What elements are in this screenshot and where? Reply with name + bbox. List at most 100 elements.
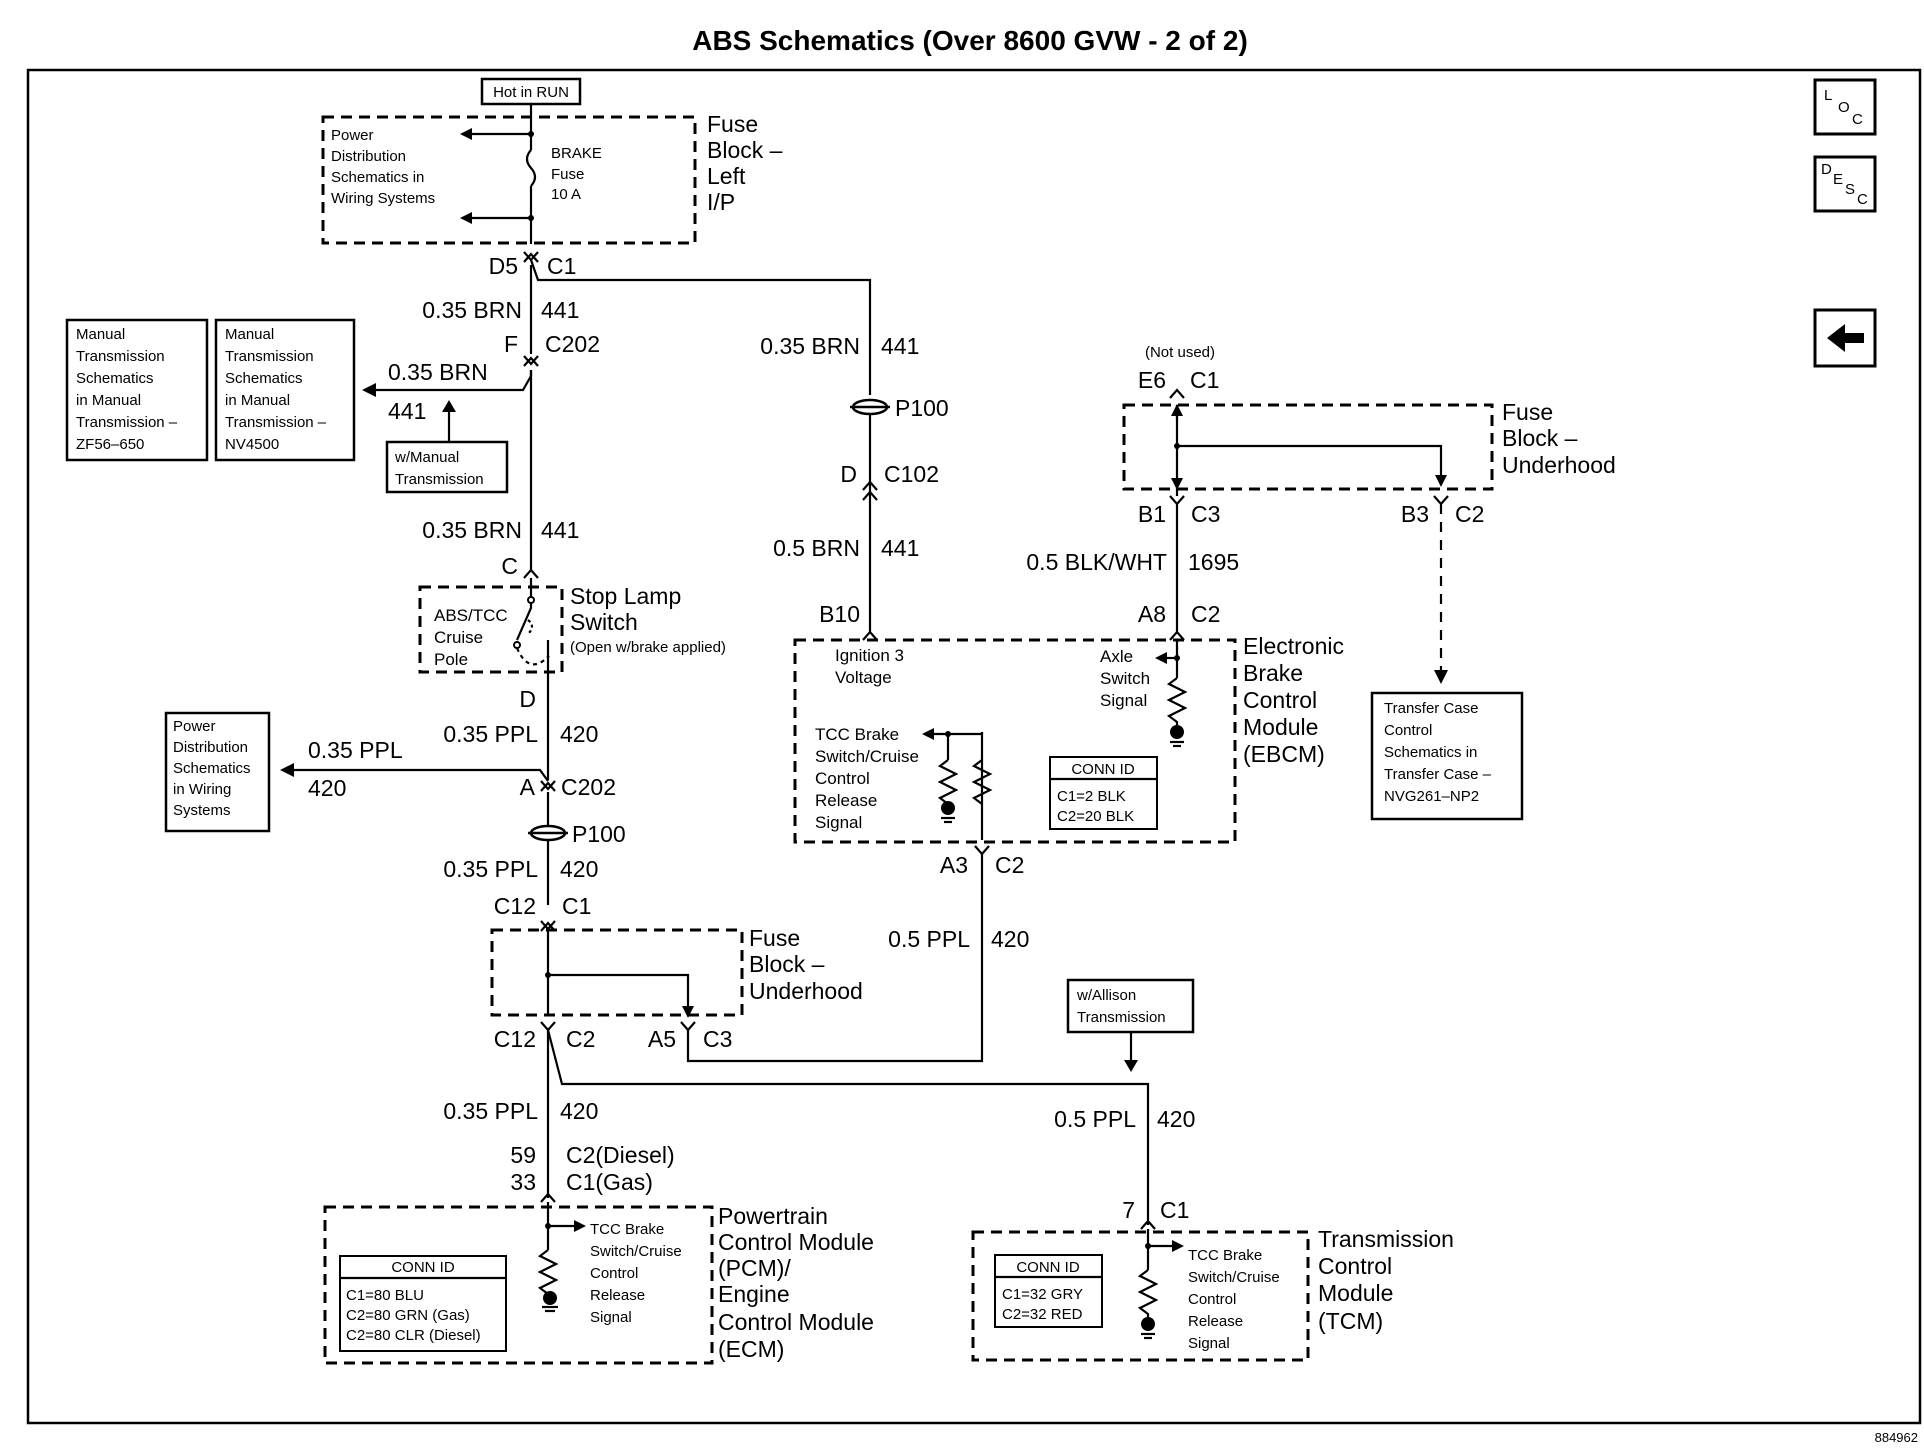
svg-text:Voltage: Voltage: [835, 668, 892, 687]
svg-text:Manual: Manual: [76, 326, 125, 343]
svg-text:C2=20 BLK: C2=20 BLK: [1057, 808, 1134, 825]
svg-text:Signal: Signal: [815, 813, 862, 832]
svg-text:Control: Control: [1188, 1291, 1236, 1308]
svg-text:E6: E6: [1138, 367, 1166, 393]
fuse-block-underhood-left: Fuse Block – Underhood: [490, 925, 863, 1018]
svg-text:Transmission: Transmission: [1318, 1226, 1454, 1252]
figure-number: 884962: [1875, 1430, 1918, 1445]
svg-text:B3: B3: [1401, 501, 1429, 527]
svg-text:0.35 BRN: 0.35 BRN: [760, 333, 860, 359]
desc-letter-s: S: [1845, 181, 1855, 198]
pcm-ecm-module: TCC Brake Switch/Cruise Control Release …: [323, 1202, 874, 1365]
svg-text:0.35 BRN: 0.35 BRN: [422, 517, 522, 543]
svg-text:Transmission –: Transmission –: [225, 414, 327, 431]
svg-text:TCC Brake: TCC Brake: [815, 725, 899, 744]
svg-text:NV4500: NV4500: [225, 436, 279, 453]
svg-text:Control: Control: [1384, 722, 1432, 739]
svg-text:Left: Left: [707, 163, 746, 189]
svg-text:C202: C202: [561, 774, 616, 800]
svg-text:BRAKE: BRAKE: [551, 145, 602, 162]
svg-text:420: 420: [308, 775, 346, 801]
svg-text:Transmission: Transmission: [1077, 1009, 1166, 1026]
loc-button[interactable]: L O C: [1813, 78, 1877, 136]
wire-420-to-ebcm: [686, 853, 984, 1063]
svg-text:Switch/Cruise: Switch/Cruise: [815, 747, 919, 766]
splice-p100-left: P100: [528, 792, 626, 905]
svg-text:0.5 PPL: 0.5 PPL: [1054, 1106, 1136, 1132]
svg-text:Block –: Block –: [707, 137, 783, 163]
svg-text:in Wiring: in Wiring: [173, 781, 231, 798]
stop-lamp-switch: C ABS/TCC Cruise Pole Stop Lamp Switch (…: [418, 553, 726, 712]
svg-text:Control Module: Control Module: [718, 1229, 874, 1255]
wire-label-left-3: 0.35 PPL 420: [443, 721, 598, 747]
svg-text:Transmission: Transmission: [395, 471, 484, 488]
svg-text:Schematics: Schematics: [173, 760, 251, 777]
hot-in-run-label: Hot in RUN: [480, 77, 582, 106]
svg-text:0.5 BRN: 0.5 BRN: [773, 535, 860, 561]
svg-text:0.35 BRN: 0.35 BRN: [388, 359, 488, 385]
svg-text:Switch: Switch: [570, 609, 638, 635]
wire-label-left-5: 0.35 PPL 420: [443, 1098, 598, 1124]
back-button[interactable]: [1813, 308, 1877, 368]
svg-text:441: 441: [541, 517, 579, 543]
svg-text:C2=32 RED: C2=32 RED: [1002, 1306, 1083, 1323]
svg-text:441: 441: [881, 535, 919, 561]
desc-button[interactable]: D E S C: [1813, 155, 1877, 213]
wire-label-left-1: 0.35 BRN 441: [422, 297, 579, 323]
svg-text:Transmission: Transmission: [76, 348, 165, 365]
power-distribution-ref-1: Power Distribution Schematics in Wiring …: [331, 127, 435, 207]
transfer-case-ref[interactable]: Transfer Case Control Schematics in Tran…: [1370, 691, 1524, 821]
svg-text:B1: B1: [1138, 501, 1166, 527]
svg-text:TCC Brake: TCC Brake: [1188, 1247, 1262, 1264]
svg-text:Power: Power: [173, 718, 216, 735]
wire-label-tcm: 0.5 PPL 420: [1054, 1106, 1195, 1132]
svg-text:C2: C2: [995, 852, 1024, 878]
loc-letter-o: O: [1838, 99, 1850, 116]
manual-trans-nv-ref[interactable]: Manual Transmission Schematics in Manual…: [214, 318, 356, 462]
brake-fuse-symbol: [460, 104, 537, 244]
svg-text:C1=32 GRY: C1=32 GRY: [1002, 1286, 1083, 1303]
svg-text:Block –: Block –: [749, 951, 825, 977]
desc-letter-e: E: [1833, 171, 1843, 188]
svg-text:CONN ID: CONN ID: [1016, 1259, 1080, 1276]
connector-c202-f: F C202: [504, 331, 600, 367]
svg-text:I/P: I/P: [707, 189, 735, 215]
svg-text:Signal: Signal: [590, 1309, 632, 1326]
fuse-block-underhood-right: (Not used) E6 C1 Fuse Block – Underhood: [1122, 344, 1616, 496]
svg-text:0.35 PPL: 0.35 PPL: [308, 737, 403, 763]
svg-text:0.5 PPL: 0.5 PPL: [888, 926, 970, 952]
svg-text:441: 441: [881, 333, 919, 359]
svg-text:Stop Lamp: Stop Lamp: [570, 583, 681, 609]
svg-text:C2: C2: [566, 1026, 595, 1052]
svg-text:420: 420: [1157, 1106, 1195, 1132]
tcm-connector-pin: 7 C1: [1122, 1197, 1189, 1230]
svg-text:C1=80 BLU: C1=80 BLU: [346, 1287, 424, 1304]
svg-text:Wiring Systems: Wiring Systems: [331, 190, 435, 207]
svg-text:1695: 1695: [1188, 549, 1239, 575]
svg-text:A: A: [520, 774, 536, 800]
w-allison-label: w/Allison Transmission: [1066, 978, 1195, 1072]
svg-text:Module: Module: [1243, 714, 1318, 740]
svg-text:CONN ID: CONN ID: [391, 1259, 455, 1276]
svg-text:Switch: Switch: [1100, 669, 1150, 688]
svg-text:Underhood: Underhood: [749, 978, 863, 1004]
svg-text:Transmission –: Transmission –: [76, 414, 178, 431]
svg-text:w/Manual: w/Manual: [394, 449, 459, 466]
loc-letter-c: C: [1852, 111, 1863, 128]
svg-text:Fuse: Fuse: [749, 925, 800, 951]
wire-label-left-2: 0.35 BRN 441: [422, 517, 579, 543]
transfer-case-branch: [1434, 504, 1448, 684]
svg-text:Signal: Signal: [1100, 691, 1147, 710]
diagram-title: ABS Schematics (Over 8600 GVW - 2 of 2): [692, 25, 1248, 56]
power-distribution-ref-2[interactable]: Power Distribution Schematics in Wiring …: [164, 711, 271, 833]
svg-text:(Not used): (Not used): [1145, 344, 1215, 361]
svg-text:Hot in RUN: Hot in RUN: [493, 84, 569, 101]
svg-text:C2: C2: [1455, 501, 1484, 527]
svg-text:Fuse: Fuse: [1502, 399, 1553, 425]
manual-trans-zf-ref[interactable]: Manual Transmission Schematics in Manual…: [65, 318, 209, 462]
svg-text:Distribution: Distribution: [331, 148, 406, 165]
fuse-block-left-ip-label: Fuse Block – Left I/P: [707, 111, 783, 215]
svg-text:(ECM): (ECM): [718, 1336, 784, 1362]
svg-text:C1: C1: [547, 253, 576, 279]
svg-text:420: 420: [991, 926, 1029, 952]
